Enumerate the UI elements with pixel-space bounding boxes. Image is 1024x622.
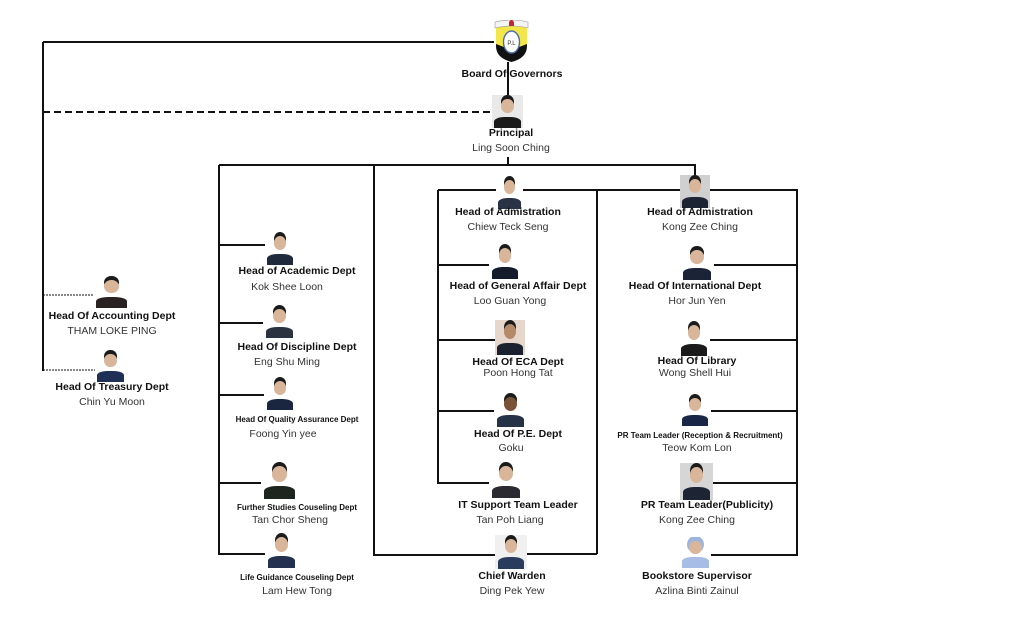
academic-head-photo (265, 232, 295, 265)
admin-head-photo (496, 176, 523, 209)
connector-board-left (42, 41, 494, 371)
connector-academic-column (218, 165, 266, 555)
accounting-head-photo (93, 276, 130, 308)
bookstore-supervisor-photo (680, 537, 711, 568)
international-name: Hor Jun Yen (668, 295, 726, 307)
connector-admin-branches (438, 264, 495, 484)
bookstore-name: Azlina Binti Zainul (655, 585, 739, 597)
accounting-title: Head Of Accounting Dept (48, 310, 176, 322)
admin-name: Chiew Teck Seng (467, 221, 549, 233)
pe-head-photo (494, 393, 527, 427)
treasury-title: Head Of Treasury Dept (55, 381, 169, 393)
chief-warden-photo (495, 535, 527, 569)
general-affair-name: Loo Guan Yong (473, 295, 547, 307)
chief-warden-name: Ding Pek Yew (479, 585, 545, 597)
connector-principal-down (219, 157, 696, 176)
admin2-head-photo (680, 175, 710, 208)
admin2-name: Kong Zee Ching (662, 221, 738, 233)
principal-title: Principal (488, 127, 534, 139)
quality-assurance-name: Foong Yin yee (249, 428, 317, 440)
board-title: Board Of Governors (461, 68, 563, 80)
discipline-title: Head Of Discipline Dept (237, 341, 357, 353)
connector-middle-column (373, 165, 597, 556)
quality-assurance-head-photo (264, 377, 296, 410)
treasury-name: Chin Yu Moon (79, 396, 145, 408)
general-affair-head-photo (489, 244, 521, 279)
svg-text:P.L: P.L (507, 41, 516, 47)
life-guidance-head-photo (265, 533, 298, 568)
it-support-name: Tan Poh Liang (476, 514, 544, 526)
pr-publicity-title: PR Team Leader(Publicity) (640, 499, 774, 511)
life-guidance-name: Lam Hew Tong (262, 585, 332, 597)
eca-head-photo (495, 320, 525, 355)
it-support-leader-photo (489, 462, 523, 498)
bookstore-title: Bookstore Supervisor (642, 570, 752, 582)
discipline-name: Eng Shu Ming (254, 356, 320, 368)
pr-reception-leader-photo (679, 394, 711, 426)
principal-name: Ling Soon Ching (472, 142, 550, 154)
pr-publicity-name: Kong Zee Ching (659, 514, 735, 526)
eca-name: Poon Hong Tat (483, 367, 553, 379)
connector-admin2-branches (710, 264, 797, 484)
international-head-photo (680, 246, 714, 280)
discipline-head-photo (263, 305, 296, 338)
connector-admin-bracket (437, 189, 798, 556)
pr-reception-name: Teow Kom Lon (662, 442, 732, 454)
life-guidance-title: Life Guidance Couseling Dept (240, 573, 354, 582)
general-affair-title: Head of General Affair Dept (449, 280, 587, 292)
chief-warden-title: Chief Warden (478, 570, 546, 582)
accounting-name: THAM LOKE PING (67, 325, 157, 337)
further-studies-head-photo (261, 462, 298, 499)
connector-dotted-finance (43, 294, 100, 371)
library-head-photo (678, 321, 710, 356)
pe-name: Goku (498, 442, 524, 454)
pr-reception-title: PR Team Leader (Reception & Recruitment) (617, 431, 783, 440)
further-studies-title: Further Studies Couseling Dept (236, 503, 358, 512)
academic-name: Kok Shee Loon (251, 281, 323, 293)
international-title: Head Of International Dept (628, 280, 762, 292)
treasury-head-photo (95, 350, 126, 382)
academic-title: Head of Academic Dept (238, 265, 356, 277)
school-crest-logo: P.L (494, 20, 529, 62)
admin-title: Head of Admistration (455, 206, 561, 218)
library-title: Head Of Library (657, 355, 737, 367)
eca-title: Head Of ECA Dept (472, 356, 564, 368)
quality-assurance-title: Head Of Quality Assurance Dept (235, 415, 359, 424)
library-name: Wong Shell Hui (658, 367, 732, 379)
admin2-title: Head of Admistration (647, 206, 753, 218)
pe-title: Head Of P.E. Dept (474, 428, 562, 440)
pr-publicity-leader-photo (680, 463, 713, 500)
principal-photo (492, 95, 523, 128)
further-studies-name: Tan Chor Sheng (252, 514, 328, 526)
it-support-title: IT Support Team Leader (458, 499, 578, 511)
